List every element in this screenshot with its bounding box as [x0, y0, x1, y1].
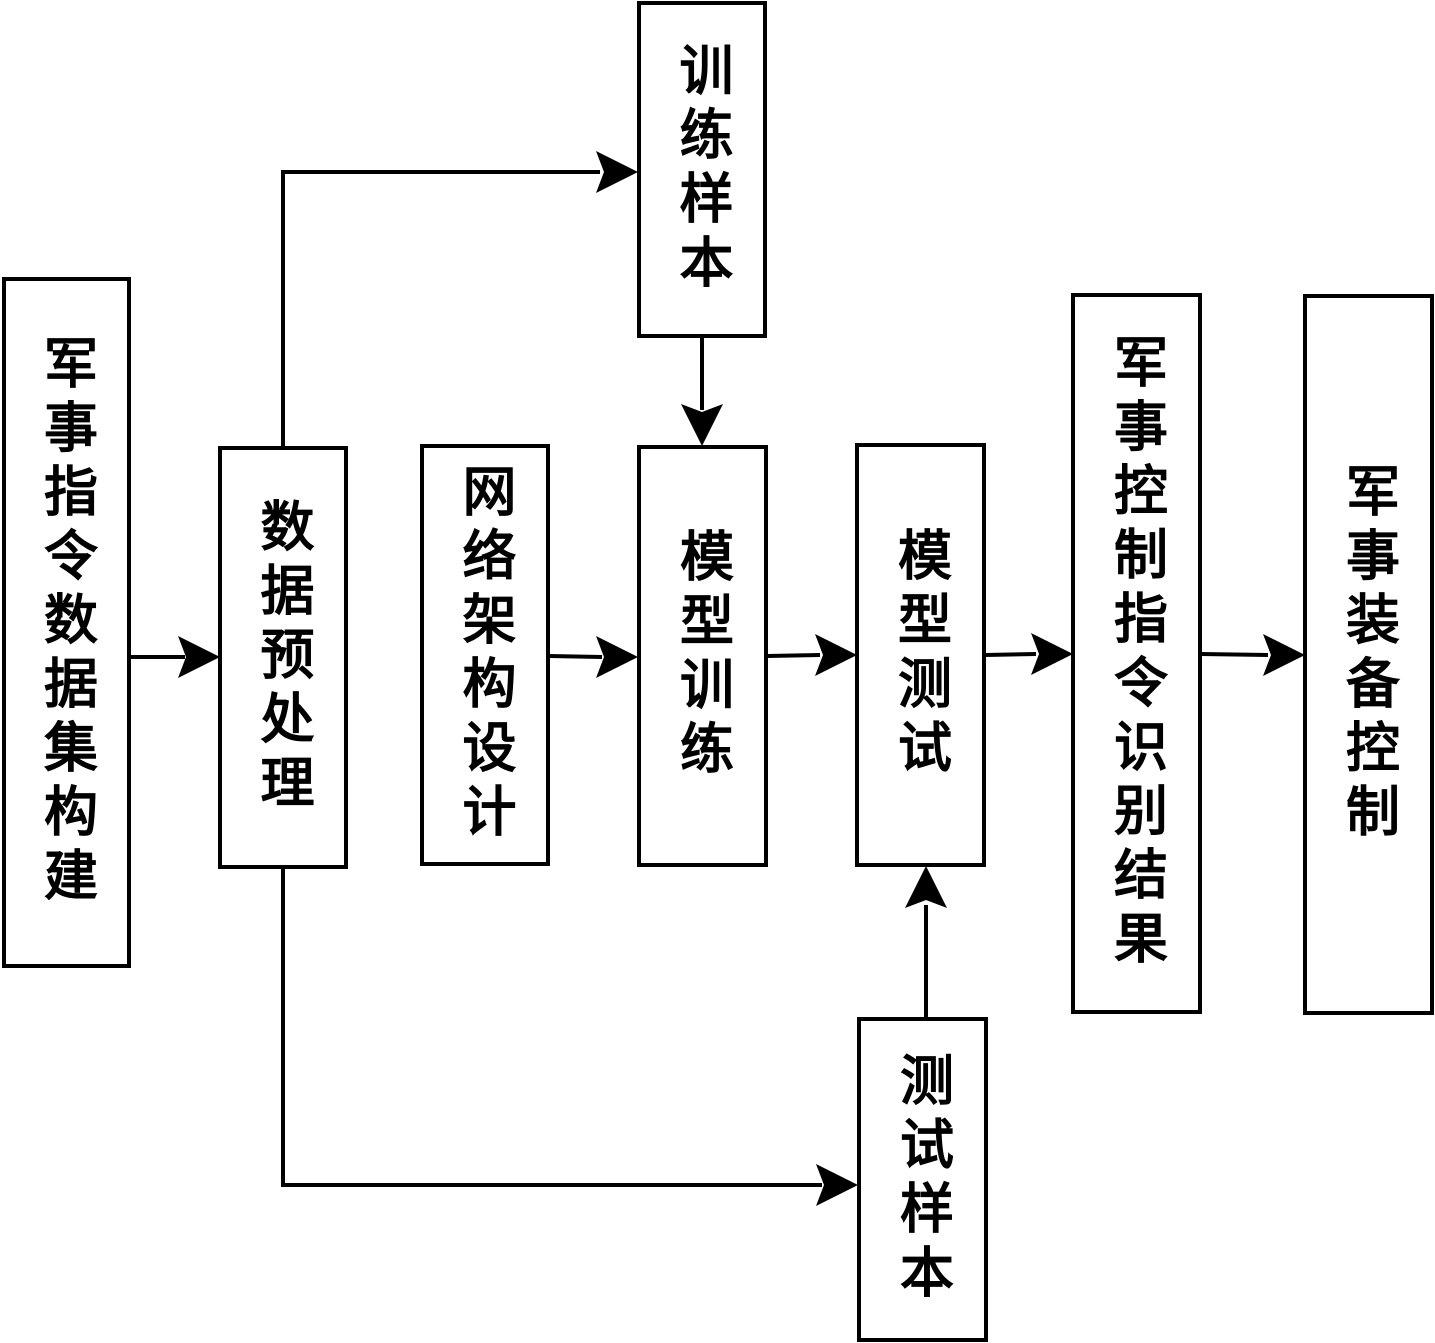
node-label: 训练样本 — [670, 41, 734, 298]
edge-recognition-equipment — [1200, 652, 1269, 657]
node-model-training: 模型训练 — [637, 445, 768, 867]
node-equipment-control: 军事装备控制 — [1303, 294, 1434, 1015]
node-training-samples: 训练样本 — [637, 1, 767, 338]
arrowhead-up — [905, 866, 947, 908]
node-model-testing: 模型测试 — [855, 443, 986, 867]
arrowhead-right — [1031, 633, 1073, 675]
node-recognition-result: 军事控制指令识别结果 — [1071, 293, 1202, 1014]
node-label: 模型测试 — [888, 527, 953, 783]
edge-network-model-train — [548, 654, 603, 659]
node-label: 军事控制指令识别结果 — [1104, 333, 1169, 974]
node-label: 军事装备控制 — [1336, 462, 1401, 847]
node-network-architecture-design: 网络架构设计 — [420, 444, 550, 866]
edge-preprocess-test-sample — [281, 868, 822, 1187]
node-test-samples: 测试样本 — [857, 1017, 988, 1342]
edge-preprocess-train-sample — [281, 170, 600, 447]
node-label: 网络架构设计 — [453, 463, 517, 847]
node-label: 军事指令数据集构建 — [34, 334, 99, 911]
arrowhead-right — [596, 636, 638, 678]
arrowhead-right — [596, 151, 638, 193]
node-data-preprocessing: 数据预处理 — [218, 446, 348, 869]
node-dataset-construction: 军事指令数据集构建 — [2, 277, 131, 968]
node-label: 模型训练 — [670, 528, 735, 784]
arrowhead-right — [1263, 634, 1305, 676]
edge-model-test-recognition — [984, 652, 1037, 657]
arrowhead-right — [178, 636, 220, 678]
edge-model-train-model-test — [766, 653, 821, 658]
arrowhead-right — [816, 1164, 858, 1206]
node-label: 测试样本 — [890, 1051, 955, 1308]
node-label: 数据预处理 — [251, 497, 315, 818]
arrowhead-right — [815, 634, 857, 676]
arrowhead-down — [681, 404, 723, 446]
